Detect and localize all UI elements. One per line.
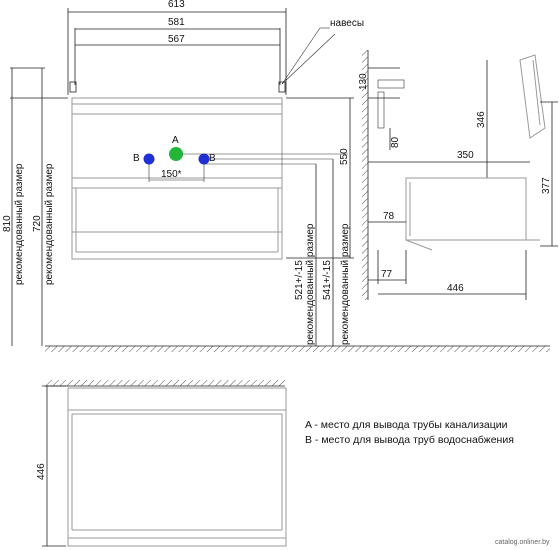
dim-77: 77 — [381, 269, 393, 280]
dim-581: 581 — [168, 17, 185, 28]
outlet-b-right — [198, 153, 210, 165]
legend-a: A - место для вывода трубы канализации — [305, 419, 508, 431]
outlet-a-label: A — [172, 135, 179, 146]
dim-346: 346 — [476, 111, 487, 128]
dim-810: 810 — [2, 215, 13, 232]
right-dimensions: 550 521+/-15 рекомендованный размер 541+… — [286, 97, 354, 346]
dim-78: 78 — [383, 211, 395, 222]
outlet-b-left — [143, 153, 155, 165]
outlet-a — [169, 147, 183, 161]
dim-80: 80 — [390, 136, 401, 148]
floor-front — [45, 345, 550, 352]
dim-541: 541+/-15 — [322, 260, 333, 300]
dim-521: 521+/-15 — [294, 260, 305, 300]
hinges-label: навесы — [330, 18, 364, 29]
rec-size-right-1: рекомендованный размер — [305, 223, 316, 345]
rec-size-left-1: рекомендованный размер — [14, 163, 25, 285]
outlet-b-right-label: B — [209, 153, 216, 164]
dim-550: 550 — [339, 148, 350, 165]
dim-613: 613 — [168, 0, 185, 10]
dim-350: 350 — [457, 150, 474, 161]
dim-446-side: 446 — [447, 283, 464, 294]
top-dimensions: 613 581 567 — [67, 0, 287, 95]
side-view: 130 80 350 346 377 78 77 446 — [358, 50, 558, 300]
outlet-b-left-label: B — [133, 153, 140, 164]
outlets: A B B 150* — [133, 135, 348, 182]
front-view: 613 581 567 навесы — [2, 0, 550, 352]
left-dimensions: 810 рекомендованный размер 720 рекомендо… — [2, 67, 68, 346]
dim-446-plan: 446 — [36, 463, 47, 480]
legend: A - место для вывода трубы канализации B… — [305, 419, 514, 446]
cabinet-front — [71, 97, 283, 260]
hinges: навесы — [69, 18, 364, 93]
spacing-label: 150* — [161, 169, 182, 180]
dim-567: 567 — [168, 34, 185, 45]
rec-size-left-2: рекомендованный размер — [44, 163, 55, 285]
watermark: catalog.onliner.by — [495, 539, 550, 546]
rec-size-right-2: рекомендованный размер — [340, 223, 351, 345]
dim-720: 720 — [32, 215, 43, 232]
legend-b: B - место для вывода труб водоснабжения — [305, 434, 514, 446]
plan-view: 446 — [36, 380, 287, 547]
dim-377: 377 — [541, 177, 552, 194]
dim-130: 130 — [358, 73, 369, 90]
